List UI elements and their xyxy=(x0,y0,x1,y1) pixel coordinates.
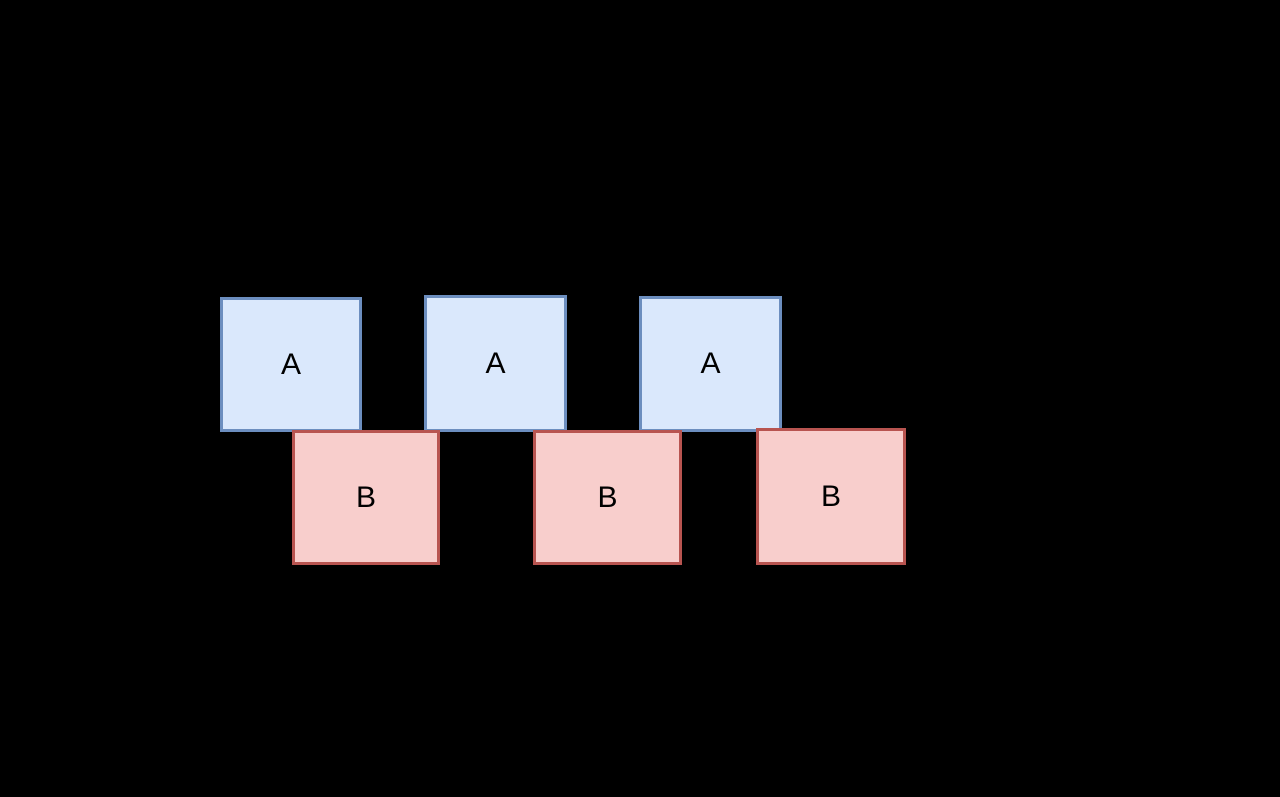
node-label: B xyxy=(820,479,841,513)
node-a-3[interactable]: A xyxy=(639,296,782,432)
node-label: B xyxy=(597,480,618,514)
node-label: B xyxy=(355,480,376,514)
node-label: A xyxy=(700,347,721,380)
node-b-3[interactable]: B xyxy=(756,428,906,565)
node-a-2[interactable]: A xyxy=(424,295,567,432)
node-label: A xyxy=(280,347,301,381)
node-label: A xyxy=(485,346,506,380)
node-b-2[interactable]: B xyxy=(533,430,682,565)
node-b-1[interactable]: B xyxy=(292,430,440,565)
node-a-1[interactable]: A xyxy=(220,297,362,432)
